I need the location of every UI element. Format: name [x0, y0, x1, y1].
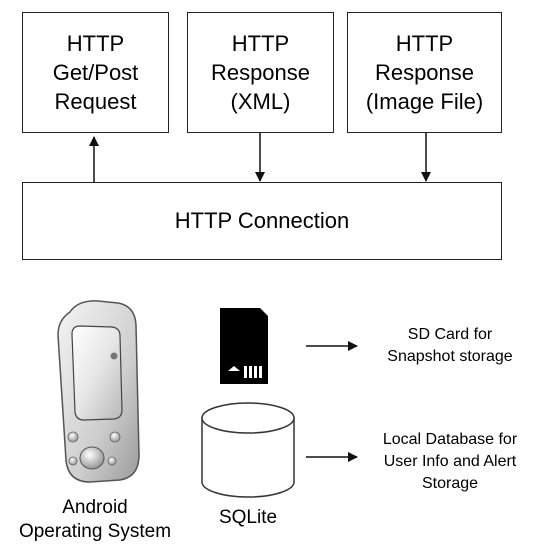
- http-connection-box: HTTP Connection: [22, 182, 502, 260]
- android-label: Android Operating System: [0, 496, 190, 544]
- database-cylinder-icon: [201, 402, 295, 498]
- request-line-3: Request: [54, 89, 137, 114]
- android-line-2: Operating System: [18, 521, 172, 542]
- sd-card-icon: [220, 308, 268, 384]
- sqlite-label: SQLite: [218, 507, 278, 528]
- image-line-1: HTTP: [395, 31, 454, 56]
- http-response-image-box: HTTP Response (Image File): [347, 12, 502, 133]
- image-line-2: Response: [374, 60, 475, 85]
- database-note-line-2: User Info and Alert: [383, 453, 517, 470]
- sdcard-note: SD Card for Snapshot storage: [357, 324, 543, 368]
- request-line-1: HTTP: [66, 31, 125, 56]
- android-phone-icon: [57, 300, 140, 483]
- database-note-line-3: Storage: [421, 475, 479, 492]
- connection-label: HTTP Connection: [174, 208, 350, 233]
- http-response-xml-box: HTTP Response (XML): [187, 12, 334, 133]
- database-note-line-1: Local Database for: [382, 431, 518, 448]
- xml-line-3: (XML): [230, 89, 291, 114]
- http-request-box: HTTP Get/Post Request: [22, 12, 169, 133]
- database-note: Local Database for User Info and Alert S…: [357, 429, 543, 495]
- sdcard-note-line-1: SD Card for: [407, 326, 493, 343]
- image-line-3: (Image File): [365, 89, 484, 114]
- request-line-2: Get/Post: [52, 60, 139, 85]
- sdcard-note-line-2: Snapshot storage: [387, 348, 513, 365]
- xml-line-1: HTTP: [231, 31, 290, 56]
- xml-line-2: Response: [210, 60, 311, 85]
- android-line-1: Android: [62, 497, 128, 518]
